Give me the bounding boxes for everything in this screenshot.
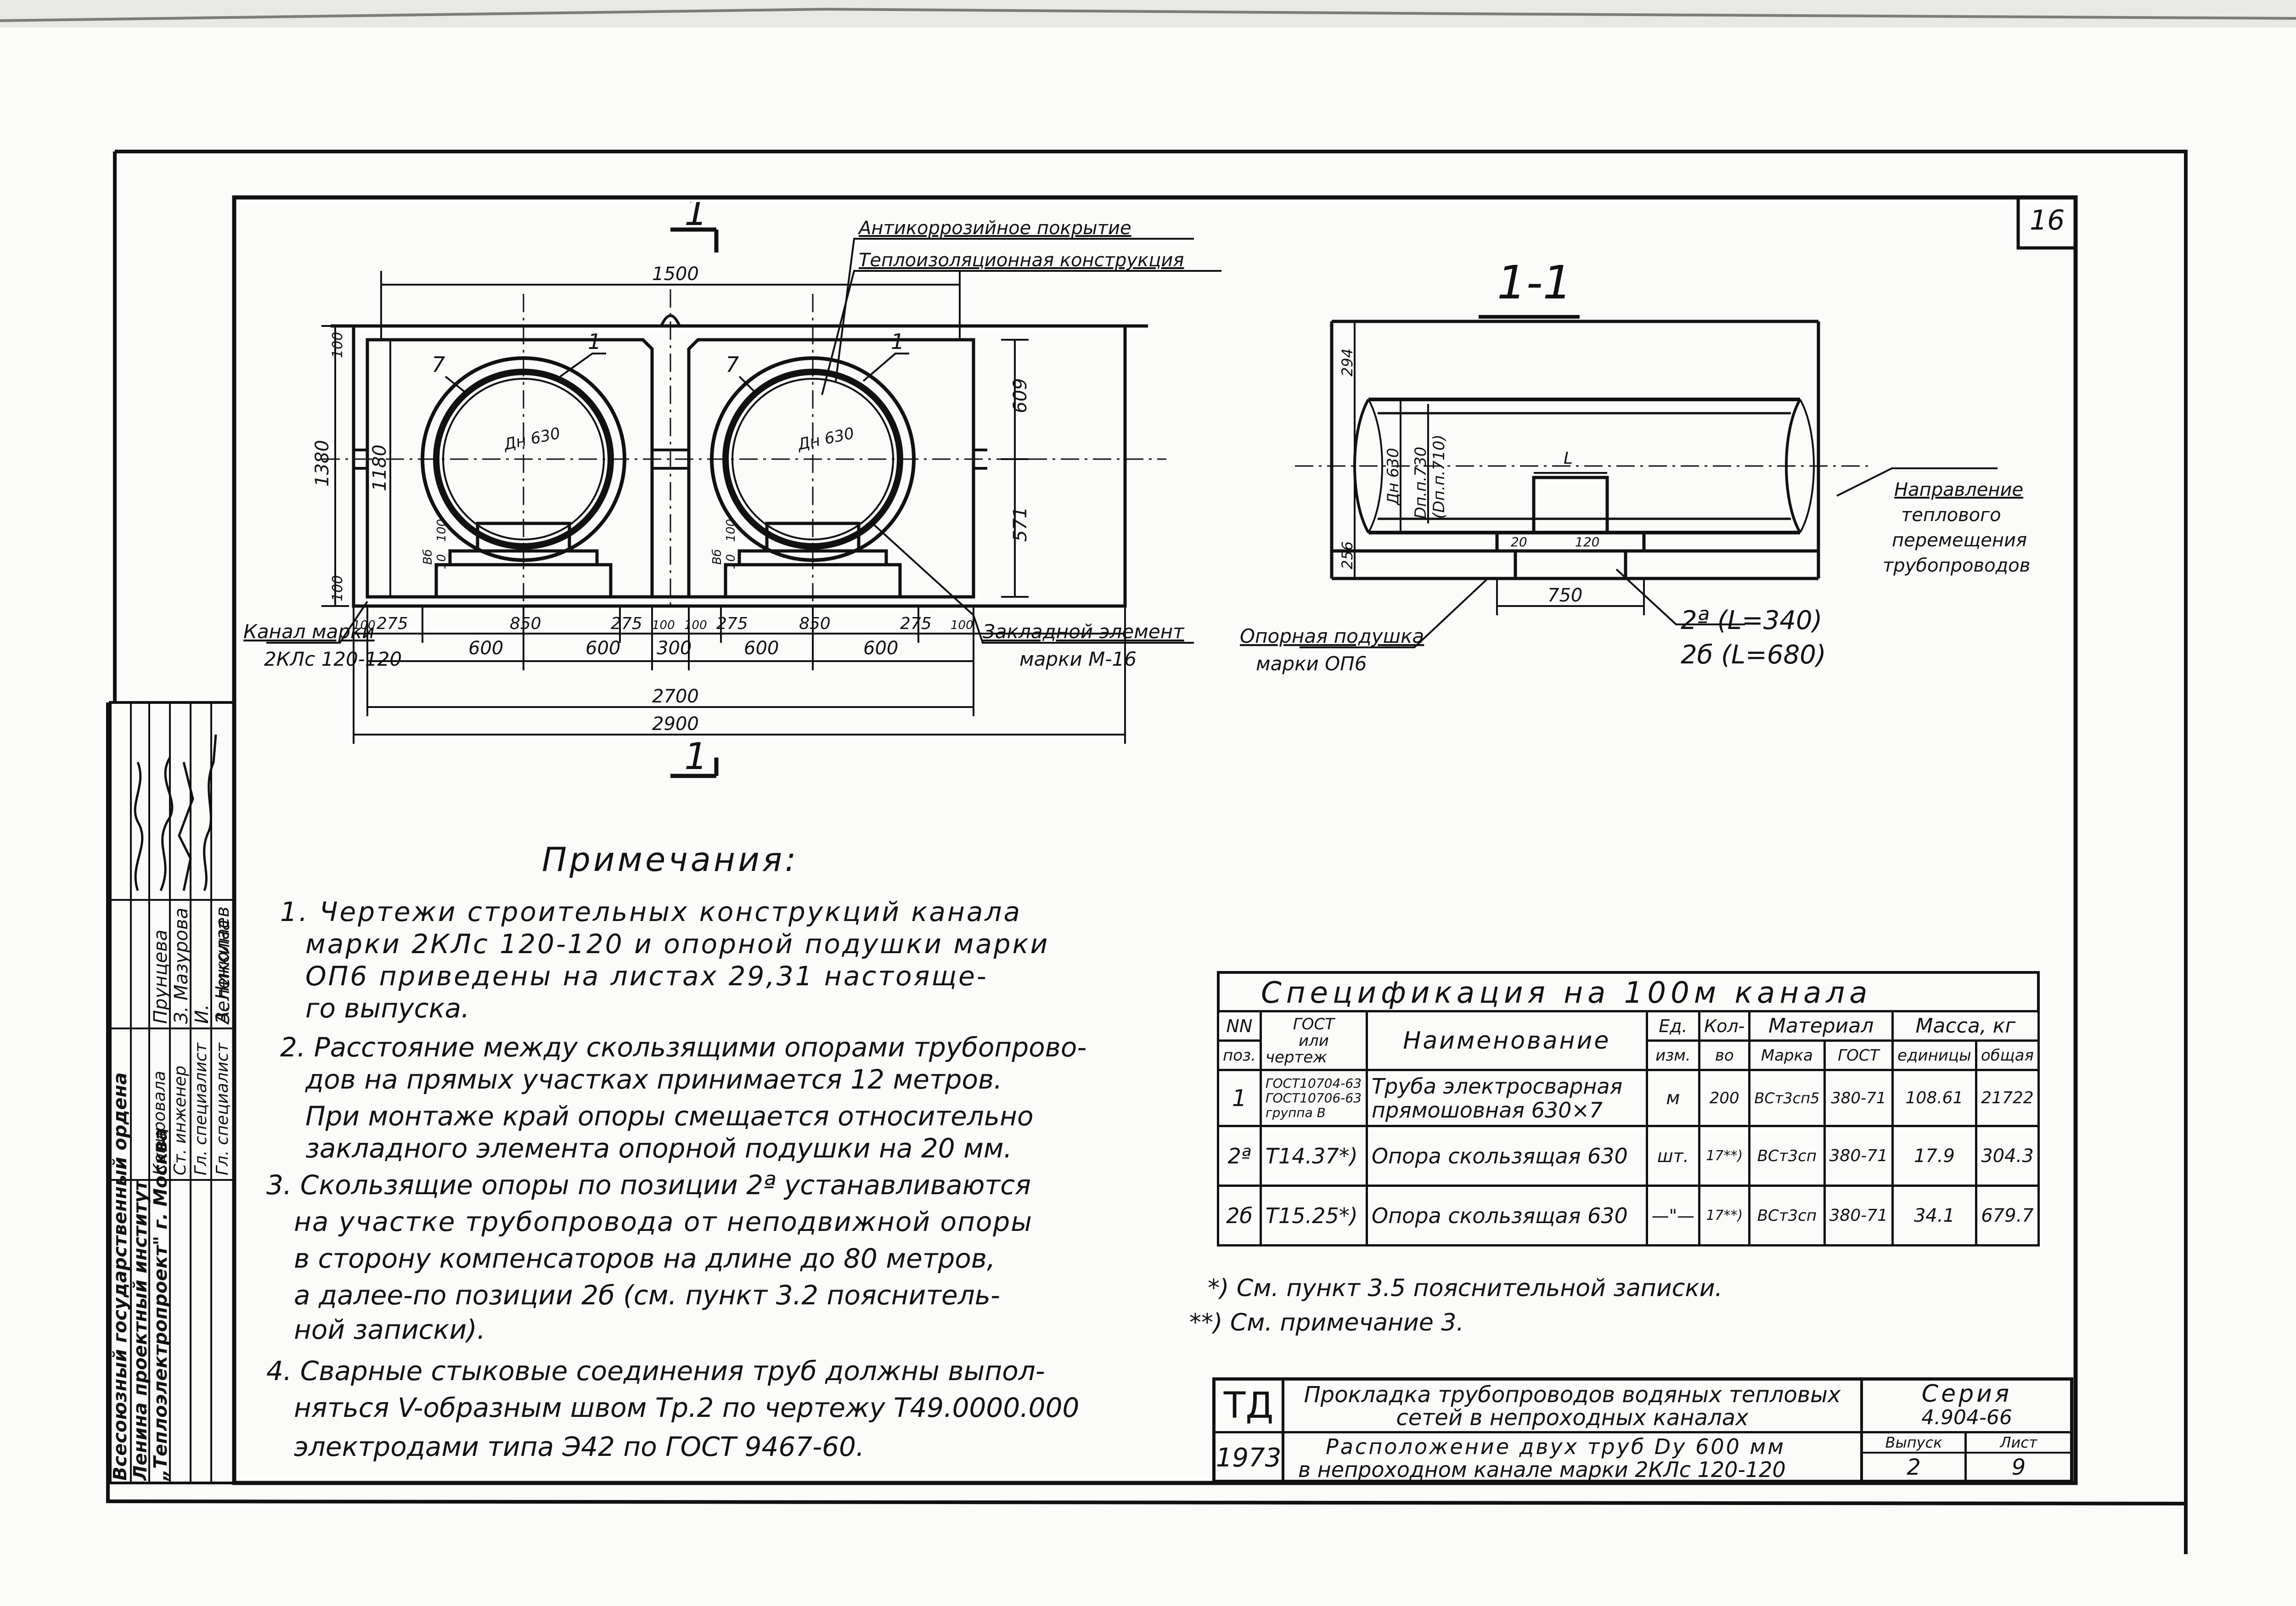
subtitle-line-2: в непроходном канале марки 2КЛс 120-120 [1298,1457,1786,1482]
svg-text:100: 100 [724,519,738,542]
svg-text:марки ОП6: марки ОП6 [1256,652,1367,675]
table-row: 2б Т15.25*) Опора скользящая 630 —"— 17*… [1217,1185,2040,1247]
svg-text:(Dп.п.710): (Dп.п.710) [1430,434,1448,519]
title-block: ТД 1973 Прокладка трубопроводов водяных … [1212,1377,2073,1483]
svg-text:1180: 1180 [369,444,390,491]
spec-table: NN ГОСТ или чертеж Наименование Ед. Кол-… [1217,1010,2040,1247]
svg-text:275: 275 [377,614,408,633]
svg-text:850: 850 [510,614,541,633]
svg-text:20: 20 [1511,534,1527,550]
stamp-name-3: З. Мазурова [171,908,192,1024]
svg-text:850: 850 [799,614,831,633]
svg-text:10: 10 [435,554,449,569]
svg-text:1: 1 [891,329,904,354]
header-nn: NN [1217,1010,1262,1042]
svg-text:2КЛс 120-120: 2КЛс 120-120 [264,648,402,670]
section-marker-bottom: 1 [684,735,708,778]
stamp-name-4: Прунцева [150,929,171,1024]
stamp-role-3: Ст. инженер [171,1065,190,1175]
svg-text:609: 609 [1010,378,1031,413]
insulation-callout: Теплоизоляционная конструкция [859,250,1184,271]
svg-text:100: 100 [435,519,449,542]
svg-text:Дн 630: Дн 630 [501,424,562,454]
channel-cross-section: 1 1 1500 1380 1180 100 100 609 571 100 1… [243,202,1221,778]
svg-text:1500: 1500 [652,264,699,285]
svg-text:Дн 630: Дн 630 [795,424,856,454]
stamp-name-2: И. Зеленкина [191,919,234,1024]
svg-text:750: 750 [1548,585,1582,606]
notes-title: Примечания: [542,840,799,879]
svg-text:600: 600 [863,638,898,659]
svg-text:600: 600 [585,638,620,659]
direction-label: Направление [1894,479,2023,500]
section-1-1: 1-1 294 256 Дн 630 Dп.п.730 (Dп.п. [1240,256,2030,675]
svg-text:Вб: Вб [421,549,435,565]
stamp-role-2: Гл. специалист [191,1043,210,1175]
table-row: 1 ГОСТ10704-63 ГОСТ10706-63 группа В Тру… [1217,1069,2040,1127]
title-line-1: Прокладка трубопроводов водяных тепловых [1304,1382,1841,1408]
stamp-roles: Гл. специалист [213,1043,232,1175]
svg-text:275: 275 [716,614,748,633]
support-2b-label: 2б (L=680) [1681,640,1826,670]
svg-text:2700: 2700 [652,686,699,707]
svg-text:перемещения: перемещения [1892,530,2027,551]
svg-text:120: 120 [1575,534,1599,550]
section-title: 1-1 [1497,256,1572,309]
svg-text:1380: 1380 [312,440,333,487]
svg-text:10: 10 [724,554,738,569]
coating-callout: Антикоррозийное покрытие [857,218,1131,239]
td-mark: ТД [1216,1381,1284,1433]
sheet-value: 9 [2011,1454,2026,1480]
svg-text:7: 7 [726,352,739,377]
spec-title: Спецификация на 100м канала [1217,971,2040,1013]
subtitle-line-1: Расположение двух труб Dу 600 мм [1326,1434,1785,1459]
year: 1973 [1216,1433,1284,1483]
series-label: Серия [1921,1380,2012,1408]
svg-text:теплового: теплового [1901,505,2001,526]
table-row: 2ª Т14.37*) Опора скользящая 630 шт. 17*… [1217,1125,2040,1187]
stamp-role-4: Копировала [150,1071,169,1175]
channel-label: Канал марки [243,620,375,643]
issue-value: 2 [1907,1454,1921,1480]
svg-text:275: 275 [611,614,642,633]
title-line-2: сетей в непроходных каналах [1396,1405,1749,1431]
pipe-left [421,356,626,562]
spec-footnote-1: *) См. пункт 3.5 пояснительной записки. [1208,1275,1723,1302]
issue-label: Выпуск [1863,1433,1964,1454]
svg-text:100: 100 [330,575,346,601]
svg-text:100: 100 [330,332,346,358]
embedded-element-label: Закладной элемент [983,620,1185,643]
svg-text:2900: 2900 [652,713,699,735]
svg-text:100: 100 [951,618,974,632]
pipe-right [710,356,916,562]
svg-text:трубопроводов: трубопроводов [1883,555,2030,576]
series-value: 4.904-66 [1921,1406,2012,1429]
section-marker-top: 1 [684,202,708,234]
svg-text:100: 100 [353,618,376,632]
svg-text:600: 600 [468,638,503,659]
svg-text:294: 294 [1339,348,1356,376]
svg-text:571: 571 [1010,507,1031,542]
svg-text:L: L [1564,449,1573,468]
svg-text:7: 7 [432,352,445,377]
svg-text:300: 300 [657,638,692,659]
svg-text:1: 1 [588,329,601,354]
sheet-number: 16 [2030,204,2065,236]
support-2a-label: 2ª (L=340) [1681,606,1823,635]
svg-text:275: 275 [900,614,932,633]
svg-text:Дн 630: Дн 630 [1384,448,1402,506]
signatures [134,734,217,891]
svg-text:марки М-16: марки М-16 [1019,648,1137,670]
svg-text:100: 100 [652,618,675,632]
sheet-label: Лист [1967,1433,2071,1454]
svg-text:Dп.п.730: Dп.п.730 [1412,447,1430,519]
header-name: Наименование [1365,1010,1648,1071]
pad-label: Опорная подушка [1240,625,1424,647]
svg-text:256: 256 [1339,541,1356,569]
svg-text:Вб: Вб [710,549,724,565]
svg-text:100: 100 [684,618,707,632]
svg-text:600: 600 [744,638,779,659]
spec-footnote-2: **) См. примечание 3. [1189,1309,1464,1336]
